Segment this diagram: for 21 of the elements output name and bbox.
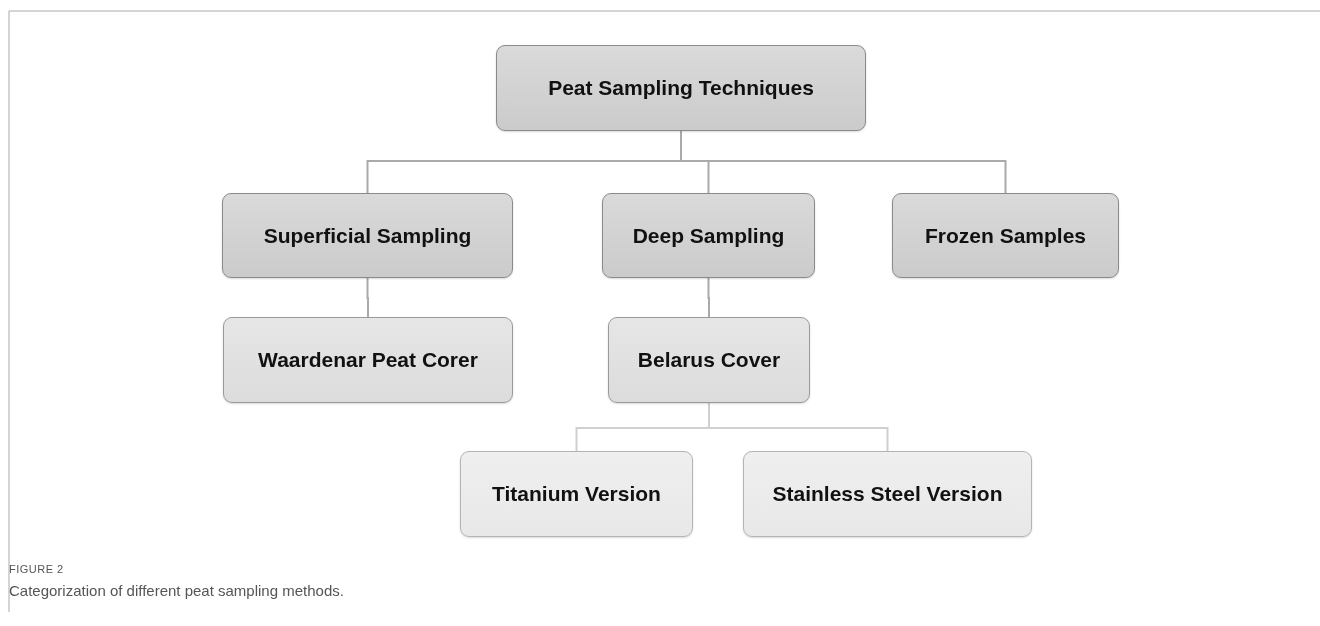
figure-caption: Categorization of different peat sampling methods.: [9, 582, 344, 599]
category-label: Stainless Steel Version: [772, 482, 1003, 506]
category-box: [223, 317, 513, 403]
connector-line: [707, 277, 710, 318]
category-label: Belarus Cover: [637, 348, 781, 372]
category-label: Titanium Version: [492, 482, 661, 506]
category-box: [496, 45, 866, 131]
category-label: Waardenar Peat Corer: [258, 348, 478, 372]
category-box: [222, 193, 513, 278]
connector-line: [366, 277, 369, 318]
category-label: Deep Sampling: [632, 223, 785, 248]
category-label: Peat Sampling Techniques: [548, 76, 814, 100]
category-box: [608, 317, 810, 403]
figure-number: FIGURE 2: [9, 563, 64, 575]
category-box: [743, 451, 1032, 537]
category-box: [602, 193, 815, 278]
category-box: [460, 451, 693, 537]
connector-line: [708, 402, 889, 452]
category-box: [892, 193, 1119, 278]
category-label: Superficial Sampling: [263, 223, 472, 248]
category-label: Frozen Samples: [924, 223, 1087, 248]
